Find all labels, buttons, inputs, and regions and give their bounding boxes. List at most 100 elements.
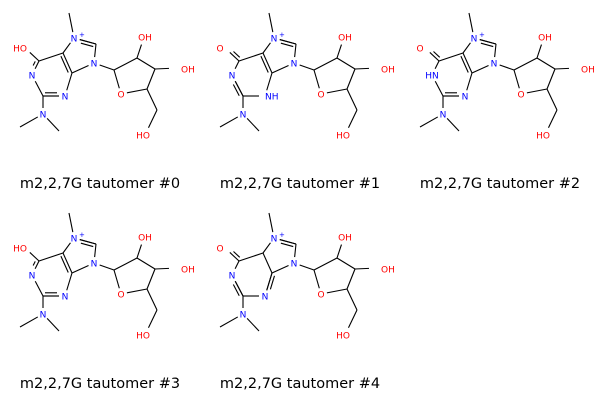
n3-label: N <box>262 293 269 303</box>
dimethylamino-n-label: N <box>40 111 47 121</box>
hydroxyl-3-label: OH <box>181 66 195 76</box>
bond-c4p-c5p <box>146 88 158 111</box>
n9-label: N <box>291 60 298 70</box>
bond-c6-o6 <box>429 52 440 62</box>
bond-n2-me2a <box>219 316 239 328</box>
n3-label: N <box>62 93 69 103</box>
bond-c8-n9 <box>94 43 97 58</box>
ring-oxygen-label: O <box>117 91 124 101</box>
positive-charge-label: + <box>279 31 285 39</box>
bond-c6-n1 <box>234 260 240 269</box>
ring-oxygen-label: O <box>117 291 124 301</box>
bond-n9-c1p <box>99 64 115 71</box>
bond-c4-c5-double <box>60 255 69 273</box>
bond-o4p-c4p <box>526 88 548 94</box>
n9-label: N <box>91 260 98 270</box>
bond-o4p-c4p <box>126 288 148 294</box>
n3-label: N <box>62 293 69 303</box>
bond-c3p-c2p <box>536 57 556 70</box>
bond-n7-c8-double <box>80 242 94 248</box>
bond-c6-n1 <box>34 260 40 269</box>
bond-c2p-c1p <box>113 57 138 71</box>
bond-c4p-c5p <box>546 88 558 111</box>
bond-c4p-c5p <box>346 288 358 311</box>
bond-c3p-o3p <box>354 267 370 270</box>
bond-c4p-c3p <box>546 68 556 90</box>
bond-c1p-o4p <box>113 269 120 289</box>
bond-c6-o6-double <box>233 251 241 258</box>
bond-n7-c8 <box>479 39 497 45</box>
bond-n2-me2a <box>19 116 39 128</box>
bond-c4-c5-double <box>260 55 269 73</box>
bond-o4p-c4p <box>326 88 348 94</box>
bond-c1p-o4p <box>313 69 320 89</box>
bond-n2-me2a <box>19 316 39 328</box>
bond-c1p-o4p <box>513 69 520 89</box>
bond-n9-c4 <box>71 264 89 274</box>
dimethylamino-n-label: N <box>240 311 247 321</box>
bond-me7-n7 <box>68 212 74 233</box>
bond-c6-n1 <box>434 60 440 69</box>
bond-n2-me2b <box>46 117 60 132</box>
n7-label: N <box>71 235 78 245</box>
bond-c4-c5 <box>62 252 73 274</box>
hydroxyl-3-label: OH <box>381 66 395 76</box>
hydroxyl-2-label: OH <box>338 34 352 44</box>
carbonyl-o-label: O <box>216 45 223 55</box>
bond-o4p-c4p <box>326 288 348 294</box>
bond-c4-c5-double <box>460 55 469 73</box>
hydroxyl-5-label: HO <box>136 332 150 342</box>
bond-c3p-c2p <box>136 57 156 70</box>
bond-c6-n1 <box>234 60 240 69</box>
hydroxyl-label: HO <box>13 245 27 255</box>
hydroxyl-label: HO <box>13 45 27 55</box>
molecule-caption: m2,2,7G tautomer #3 <box>19 376 181 392</box>
bond-me7-n7 <box>268 212 274 233</box>
bond-c2p-c1p <box>113 257 138 271</box>
bond-n3-c4-double <box>269 275 276 290</box>
bond-c4-c5 <box>62 52 73 74</box>
bond-c6-o6 <box>229 252 240 262</box>
bond-n7-c8 <box>279 239 297 245</box>
bond-n9-c1p <box>299 264 315 271</box>
hydroxyl-5-label: HO <box>536 132 550 142</box>
bond-n1-c2-double <box>232 84 240 96</box>
bond-c2p-c1p <box>513 57 538 71</box>
bond-n1-c2 <box>234 80 244 97</box>
n9-label: N <box>91 60 98 70</box>
bond-c8-n9 <box>94 243 97 258</box>
hydroxyl-5-label: HO <box>336 132 350 142</box>
bond-c5p-o5p <box>547 109 558 129</box>
bond-c5-n7 <box>62 242 71 254</box>
n1-label: N <box>229 72 236 82</box>
bond-c2p-o2p <box>136 44 142 59</box>
bond-n7-c8 <box>79 239 97 245</box>
dimethylamino-n-label: N <box>40 311 47 321</box>
bond-n9-c1p <box>99 264 115 271</box>
molecule-caption: m2,2,7G tautomer #2 <box>419 176 581 192</box>
bond-c4-c5 <box>262 52 273 74</box>
n1-label: N <box>29 72 36 82</box>
bond-c5-c6 <box>238 252 264 262</box>
n9-label: N <box>291 260 298 270</box>
carbonyl-o-label: O <box>216 245 223 255</box>
bond-c3p-o3p <box>554 67 570 70</box>
bond-c5-c6 <box>38 252 64 262</box>
bond-c6-n1-double <box>32 61 36 66</box>
bond-c5p-o5p <box>147 309 158 329</box>
bond-c5p-o5p <box>147 109 158 129</box>
bond-n7-c8 <box>79 39 97 45</box>
hydroxyl-5-label: HO <box>336 332 350 342</box>
bond-n1-c2 <box>34 280 44 297</box>
bond-c5p-o5p <box>347 309 358 329</box>
hydroxyl-2-label: OH <box>538 34 552 44</box>
n9-label: N <box>491 60 498 70</box>
bond-n9-c4 <box>271 64 289 74</box>
bond-c2p-o2p <box>536 44 542 59</box>
bond-n2-me2b <box>246 317 260 332</box>
bond-c4p-c3p <box>146 268 156 290</box>
